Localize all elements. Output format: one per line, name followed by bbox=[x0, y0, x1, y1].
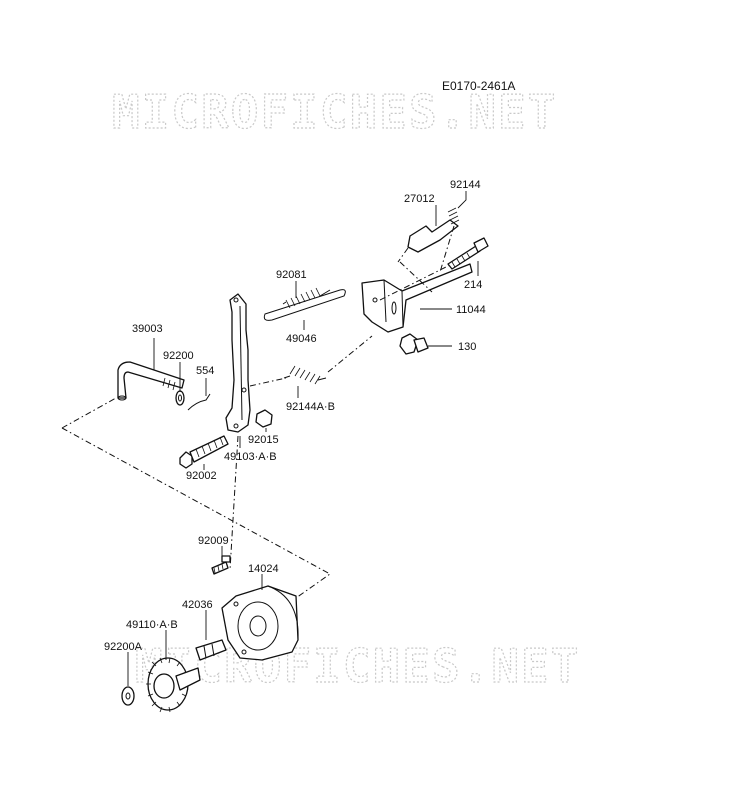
label-49103AB: 49103·A·B bbox=[224, 451, 277, 463]
bolt-214 bbox=[447, 237, 489, 270]
label-214: 214 bbox=[464, 279, 482, 291]
label-92009: 92009 bbox=[198, 535, 229, 547]
label-39003: 39003 bbox=[132, 323, 163, 335]
label-49110AB: 49110·A·B bbox=[126, 619, 178, 631]
washer-92200A bbox=[121, 686, 135, 706]
label-42036: 42036 bbox=[182, 599, 213, 611]
axis-line bbox=[61, 397, 331, 599]
leader-lines bbox=[127, 191, 479, 686]
spring-92144 bbox=[439, 207, 460, 273]
watermark-top: MICROFICHES.NET bbox=[112, 85, 557, 139]
label-14024: 14024 bbox=[248, 563, 279, 575]
label-554: 554 bbox=[196, 365, 214, 377]
label-92200A: 92200A bbox=[104, 641, 143, 653]
label-92144AB: 92144A·B bbox=[286, 401, 335, 413]
label-92081: 92081 bbox=[276, 269, 307, 281]
rod-49046 bbox=[263, 289, 346, 321]
label-92002: 92002 bbox=[186, 470, 217, 482]
bolt-130 bbox=[399, 333, 429, 355]
nut-92015 bbox=[255, 409, 273, 428]
plate-27012 bbox=[397, 219, 459, 293]
label-11044: 11044 bbox=[456, 304, 486, 316]
washer-92200 bbox=[175, 390, 185, 406]
screw-92009 bbox=[211, 555, 231, 575]
housing-14024 bbox=[221, 585, 299, 661]
pin-554 bbox=[187, 393, 211, 411]
label-130: 130 bbox=[458, 341, 476, 353]
axis-line-2 bbox=[229, 435, 239, 571]
diagram-code: E0170-2461A bbox=[442, 79, 515, 93]
label-27012: 27012 bbox=[404, 193, 435, 205]
lever-arm bbox=[225, 293, 251, 433]
label-49046: 49046 bbox=[286, 333, 317, 345]
spring-92081 bbox=[282, 287, 331, 309]
label-92200: 92200 bbox=[163, 350, 194, 362]
gear-49110AB bbox=[146, 657, 201, 713]
bolt-92002 bbox=[179, 435, 229, 469]
label-92015: 92015 bbox=[248, 434, 279, 446]
label-92144: 92144 bbox=[450, 179, 481, 191]
shaft-42036 bbox=[195, 639, 227, 661]
shaft-39003 bbox=[117, 361, 185, 401]
spring-92144AB bbox=[249, 335, 373, 387]
